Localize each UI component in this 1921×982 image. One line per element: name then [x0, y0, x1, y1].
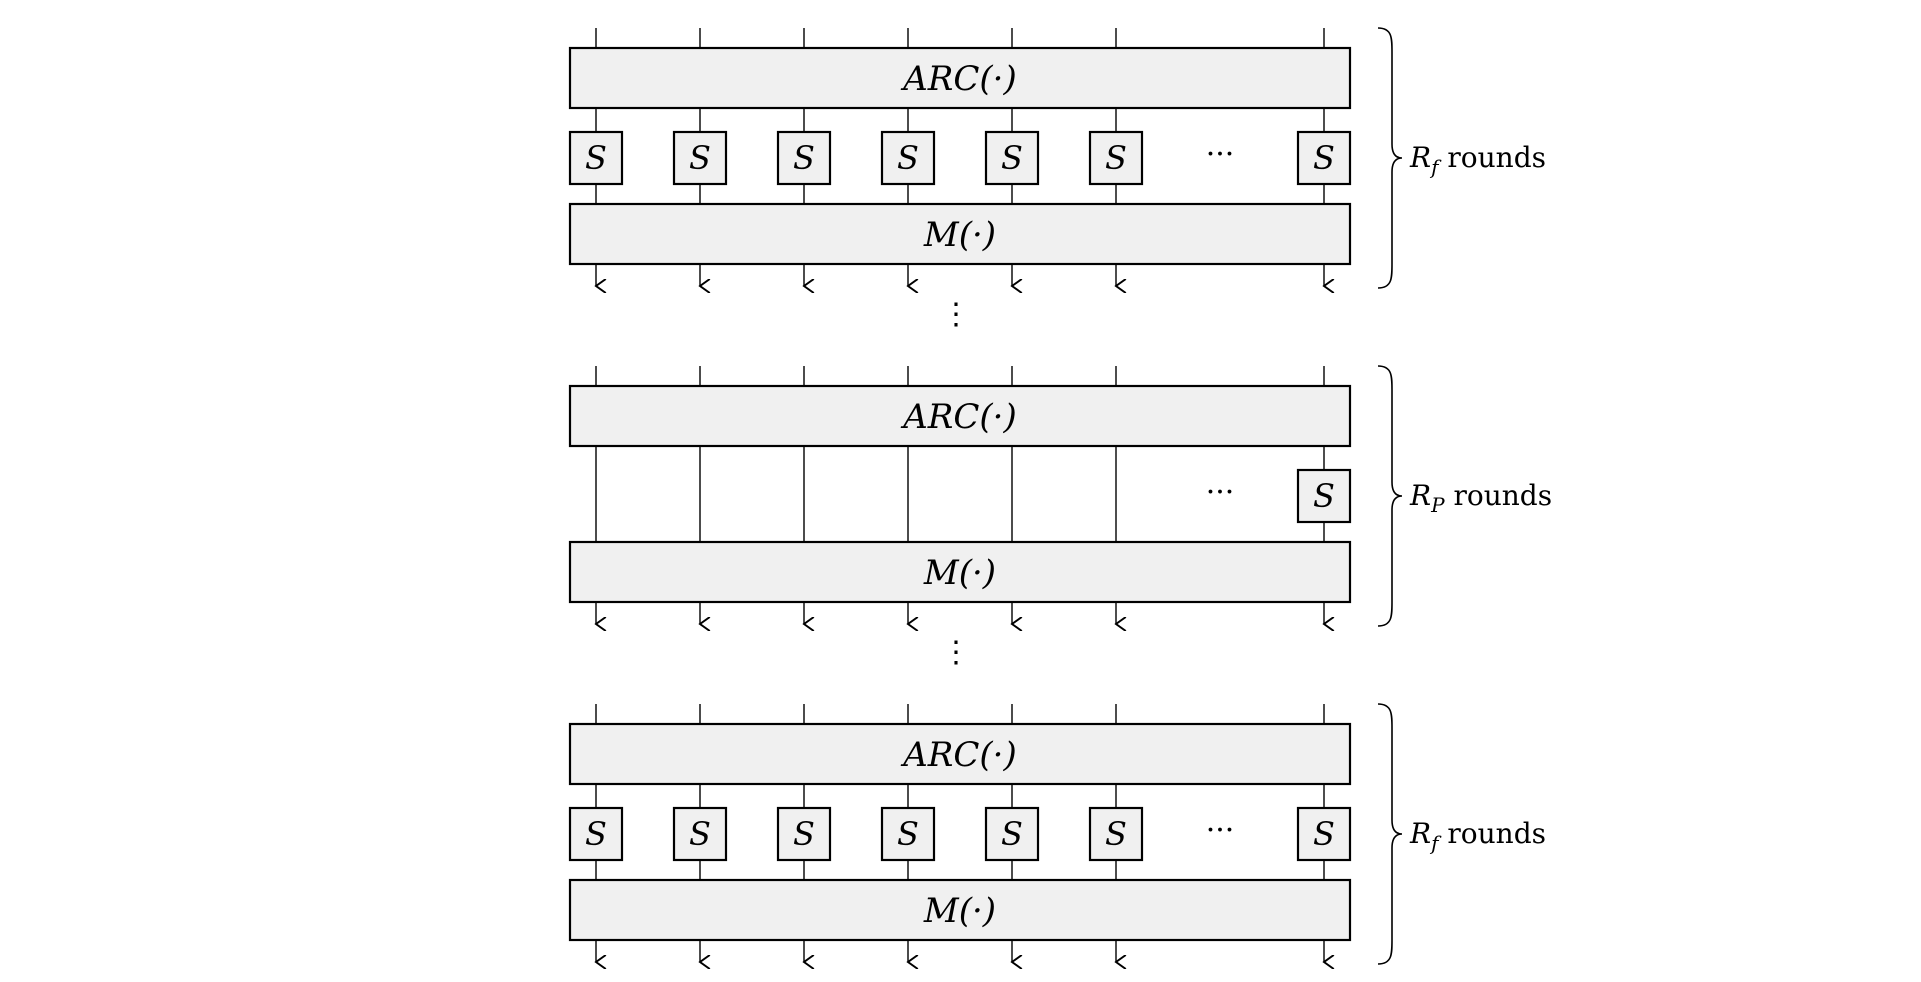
rounds-var: R: [1409, 141, 1431, 174]
round-block-1: ARC(·) S S S S S S S ··· M(·) Rf rounds: [568, 27, 1546, 289]
sbox-label: S: [1313, 139, 1335, 177]
rounds-label: RP rounds: [1409, 479, 1552, 517]
block-separator-1: ⋮: [941, 297, 971, 332]
lane-ellipsis: ···: [1206, 137, 1235, 172]
mix-box: [568, 540, 1352, 604]
rounds-subscript: P: [1430, 493, 1445, 517]
arc-box: [568, 46, 1352, 110]
sbox-6: [1088, 130, 1144, 186]
arc-label: ARC(·): [900, 735, 1017, 775]
sbox-3: [776, 130, 832, 186]
mix-label: M(·): [923, 553, 996, 593]
lane-ellipsis: ···: [1206, 475, 1235, 510]
sbox-2: [672, 806, 728, 862]
round-brace: [1377, 27, 1403, 289]
rounds-var: R: [1409, 479, 1431, 512]
sbox-label: S: [897, 139, 919, 177]
arc-label: ARC(·): [900, 397, 1017, 437]
arc-label: ARC(·): [900, 59, 1017, 99]
round-brace: [1377, 703, 1403, 965]
sbox-label: S: [1001, 139, 1023, 177]
sbox-2: [672, 130, 728, 186]
sbox-label: S: [689, 139, 711, 177]
sbox-7: [1296, 806, 1352, 862]
sbox-3: [776, 806, 832, 862]
sbox-5: [984, 130, 1040, 186]
sbox-label: S: [897, 815, 919, 853]
arc-box: [568, 384, 1352, 448]
sbox-6: [1088, 806, 1144, 862]
round-brace: [1377, 365, 1403, 627]
sbox-label: S: [1313, 477, 1335, 515]
rounds-var: R: [1409, 817, 1431, 850]
rounds-label: Rf rounds: [1409, 141, 1546, 179]
sbox-label: S: [585, 139, 607, 177]
sbox-label: S: [689, 815, 711, 853]
rounds-label: Rf rounds: [1409, 817, 1546, 855]
sbox-5: [984, 806, 1040, 862]
rounds-text: rounds: [1445, 479, 1553, 512]
sbox-label: S: [1313, 815, 1335, 853]
sbox-label: S: [1105, 815, 1127, 853]
sbox-label: S: [793, 139, 815, 177]
rounds-text: rounds: [1439, 141, 1547, 174]
sbox-4: [880, 806, 936, 862]
sbox-7: [1296, 468, 1352, 524]
block-separator-2: ⋮: [941, 635, 971, 670]
sbox-1: [568, 806, 624, 862]
round-block-2: ARC(·) S ··· M(·) RP rounds: [568, 365, 1552, 627]
sbox-label: S: [1105, 139, 1127, 177]
sbox-label: S: [1001, 815, 1023, 853]
mix-box: [568, 202, 1352, 266]
sbox-4: [880, 130, 936, 186]
mix-label: M(·): [923, 215, 996, 255]
rounds-text: rounds: [1439, 817, 1547, 850]
sbox-label: S: [793, 815, 815, 853]
sbox-label: S: [585, 815, 607, 853]
sbox-7: [1296, 130, 1352, 186]
sbox-1: [568, 130, 624, 186]
mix-box: [568, 878, 1352, 942]
lane-ellipsis: ···: [1206, 813, 1235, 848]
round-block-3: ARC(·) S S S S S S S ··· M(·) Rf rounds: [568, 703, 1546, 965]
mix-label: M(·): [923, 891, 996, 931]
arc-box: [568, 722, 1352, 786]
